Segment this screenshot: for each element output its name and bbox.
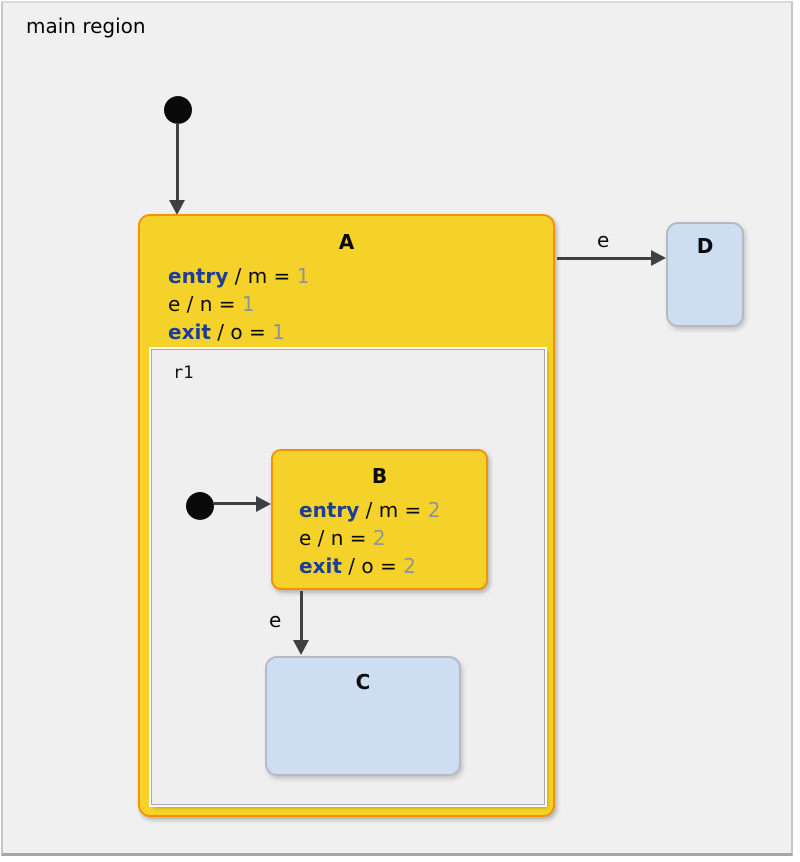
state-b[interactable]: B entry / m = 2 e / n = 2 exit / o = 2 — [271, 449, 488, 590]
action-value: 1 — [296, 264, 310, 288]
state-d-title: D — [696, 234, 714, 258]
arrowhead-icon — [169, 200, 185, 215]
action-text: / n = — [180, 292, 242, 316]
action-value: 1 — [272, 320, 285, 344]
transition-line-initial-to-a[interactable] — [176, 123, 179, 202]
arrowhead-icon — [651, 250, 666, 266]
event-name: e — [168, 292, 181, 316]
action-text: / o = — [210, 320, 273, 344]
state-b-title: B — [371, 464, 388, 488]
entry-keyword: entry — [299, 498, 360, 522]
action-value: 2 — [427, 498, 441, 522]
event-action-line: e / n = 1 — [168, 290, 309, 318]
exit-action-line: exit / o = 2 — [299, 552, 440, 580]
state-b-actions[interactable]: entry / m = 2 e / n = 2 exit / o = 2 — [299, 496, 440, 580]
action-text: / n = — [311, 526, 373, 550]
action-text: / m = — [359, 498, 428, 522]
transition-a-to-d-label[interactable]: e — [597, 228, 610, 252]
action-value: 1 — [241, 292, 255, 316]
event-name: e — [299, 526, 312, 550]
transition-line-b-to-c[interactable] — [300, 591, 303, 640]
action-text: / o = — [341, 554, 404, 578]
exit-keyword: exit — [168, 320, 211, 344]
state-c[interactable]: C — [265, 656, 461, 776]
action-text: / m = — [228, 264, 297, 288]
state-a-actions[interactable]: entry / m = 1 e / n = 1 exit / o = 1 — [168, 262, 309, 346]
state-a-title: A — [338, 230, 355, 254]
action-value: 2 — [372, 526, 386, 550]
entry-action-line: entry / m = 1 — [168, 262, 309, 290]
entry-action-line: entry / m = 2 — [299, 496, 440, 524]
state-d[interactable]: D — [666, 222, 744, 327]
initial-state-dot[interactable] — [186, 492, 214, 520]
arrowhead-icon — [256, 496, 271, 512]
region-r1-label[interactable]: r1 — [173, 363, 194, 383]
exit-action-line: exit / o = 1 — [168, 318, 309, 346]
region-r1[interactable]: r1 B entry / m = 2 e / n = 2 exit / o = … — [151, 349, 545, 805]
exit-keyword: exit — [299, 554, 342, 578]
transition-line-a-to-d[interactable] — [557, 257, 652, 260]
transition-line-initial-to-b[interactable] — [214, 502, 258, 505]
state-c-title: C — [355, 670, 371, 694]
arrowhead-icon — [293, 640, 309, 655]
entry-keyword: entry — [168, 264, 229, 288]
event-action-line: e / n = 2 — [299, 524, 440, 552]
main-region-label[interactable]: main region — [26, 14, 146, 38]
initial-state-dot[interactable] — [164, 96, 192, 124]
transition-b-to-c-label[interactable]: e — [269, 608, 282, 632]
state-a[interactable]: A entry / m = 1 e / n = 1 exit / o = 1 r… — [138, 214, 555, 817]
action-value: 2 — [403, 554, 416, 578]
